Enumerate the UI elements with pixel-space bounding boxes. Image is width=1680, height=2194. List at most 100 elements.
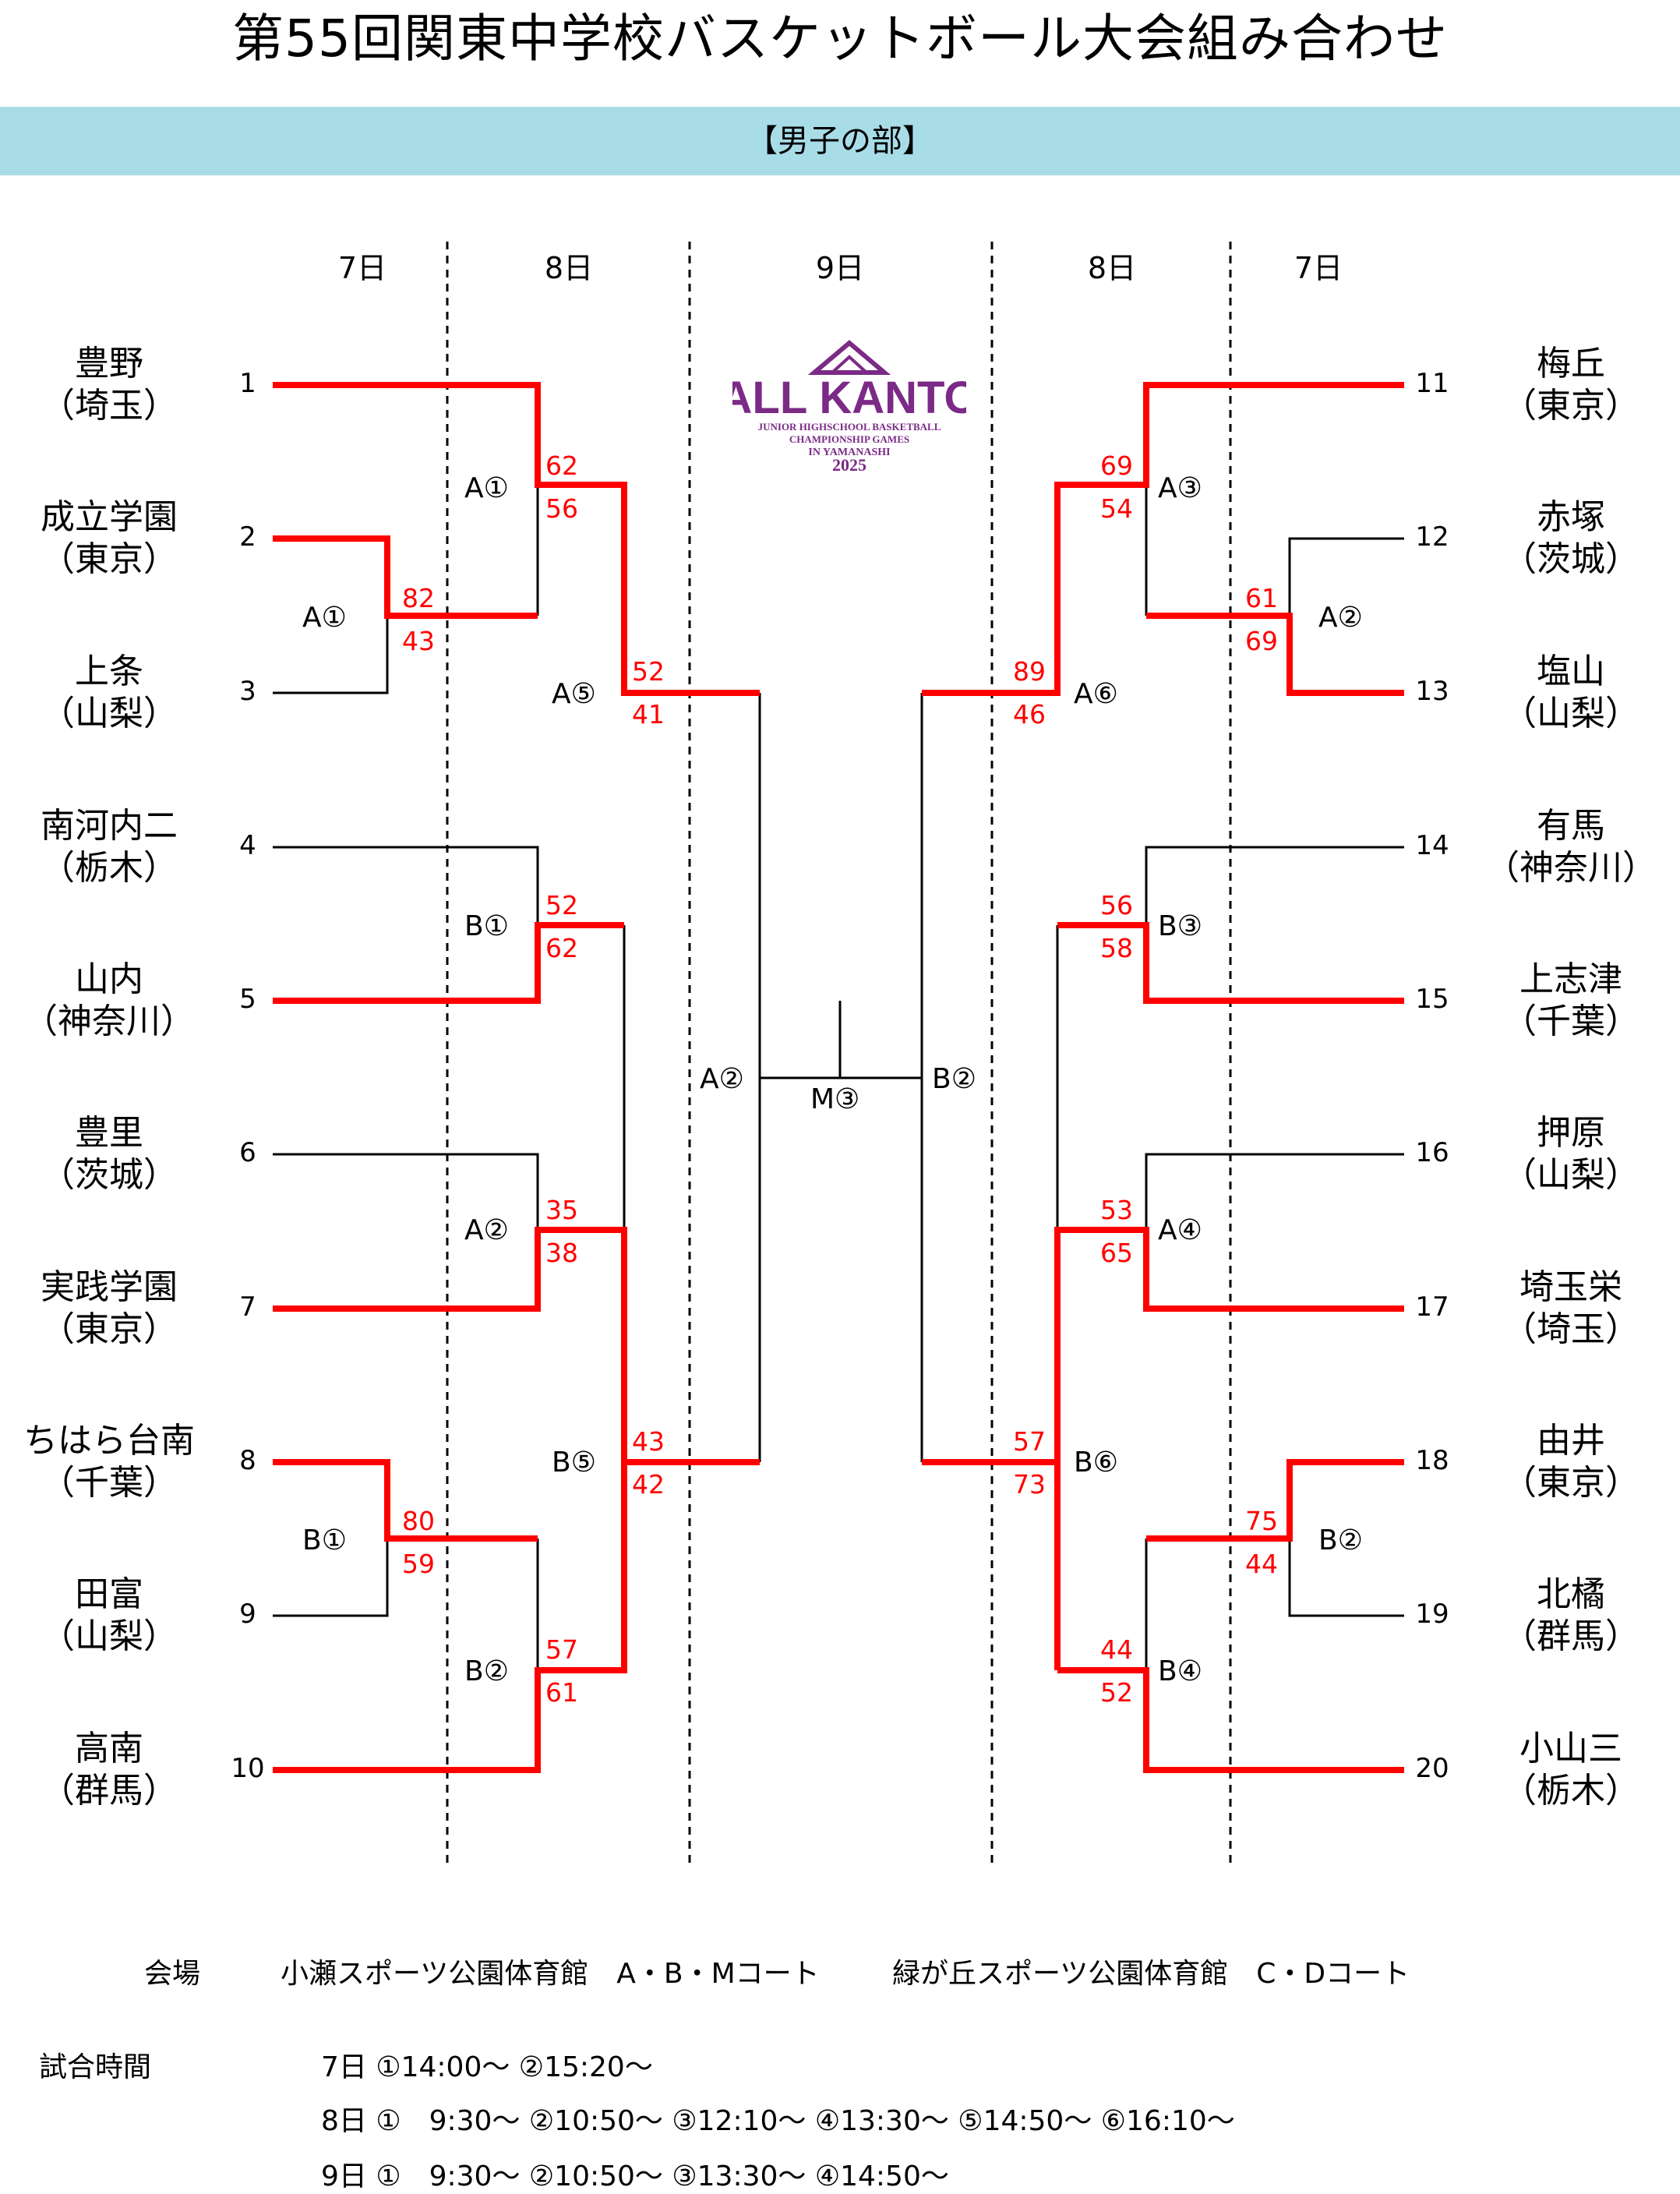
tournament-bracket	[273, 242, 1404, 1864]
team-name: 上志津	[1519, 959, 1622, 999]
team-prefecture: （東京）	[41, 539, 178, 579]
seed-number: 20	[1415, 1753, 1449, 1784]
team-name: 北橘	[1537, 1574, 1605, 1614]
seed-number: 17	[1415, 1291, 1449, 1323]
team-name: 豊野	[75, 344, 143, 383]
seed-number: 16	[1415, 1137, 1449, 1168]
team-prefecture: （神奈川）	[1485, 848, 1657, 888]
score-top: 44	[1100, 1634, 1133, 1665]
team-prefecture: （群馬）	[41, 1771, 178, 1811]
score-top: 56	[1100, 890, 1133, 920]
team-name: 高南	[75, 1729, 143, 1768]
match-label: B⑥	[1074, 1447, 1118, 1479]
team-prefecture: （山梨）	[41, 694, 178, 733]
score-bottom: 54	[1100, 493, 1133, 524]
score-top: 43	[632, 1426, 665, 1457]
seed-number: 3	[239, 676, 256, 707]
match-label: B③	[1158, 910, 1202, 942]
score-top: 89	[1013, 656, 1046, 687]
team-entry: 上志津（千葉）	[1470, 959, 1672, 1043]
team-prefecture: （埼玉）	[1502, 1309, 1639, 1349]
match-label: A⑤	[552, 678, 596, 710]
seed-number: 19	[1415, 1599, 1449, 1630]
team-prefecture: （山梨）	[41, 1616, 178, 1656]
match-label: B①	[302, 1524, 347, 1556]
score-bottom: 73	[1013, 1469, 1046, 1500]
seed-number: 9	[239, 1599, 256, 1630]
day-label: 8日	[1087, 251, 1137, 285]
team-entry: 由井（東京）	[1470, 1420, 1672, 1504]
team-entry: 実践学園（東京）	[8, 1267, 210, 1351]
match-label: B②	[464, 1655, 509, 1687]
team-entry: 埼玉栄（埼玉）	[1470, 1267, 1672, 1351]
team-entry: 有馬（神奈川）	[1470, 805, 1672, 889]
time-row-day9: 9日 ① 9:30～ ②10:50～ ③13:30～ ④14:50～	[321, 2160, 949, 2192]
score-bottom: 42	[632, 1469, 665, 1500]
score-top: 61	[1245, 583, 1278, 613]
day-dividers	[446, 242, 1232, 1864]
score-bottom: 41	[632, 699, 665, 730]
section-banner	[0, 107, 1680, 175]
score-top: 62	[545, 450, 578, 481]
team-name: 上条	[75, 652, 143, 691]
team-entry: 高南（群馬）	[8, 1728, 210, 1812]
venue-2: 緑が丘スポーツ公園体育館 C・Dコート	[892, 1958, 1410, 1990]
seed-number: 6	[239, 1137, 256, 1168]
team-prefecture: （神奈川）	[23, 1002, 195, 1041]
logo-line2: CHAMPIONSHIP GAMES	[789, 433, 909, 445]
team-prefecture: （茨城）	[41, 1155, 178, 1195]
team-prefecture: （群馬）	[1502, 1616, 1639, 1656]
score-bottom: 43	[402, 626, 435, 656]
team-prefecture: （栃木）	[41, 848, 178, 888]
team-name: 埼玉栄	[1519, 1267, 1622, 1307]
team-entry: 山内（神奈川）	[8, 959, 210, 1043]
score-bottom: 38	[545, 1238, 578, 1268]
team-entry: 赤塚（茨城）	[1470, 496, 1672, 581]
score-bottom: 56	[545, 493, 578, 524]
match-label: B②	[1318, 1524, 1363, 1556]
match-label: A③	[1158, 472, 1202, 504]
score-top: 82	[402, 583, 435, 613]
score-top: 80	[402, 1506, 435, 1536]
score-top: 35	[545, 1195, 578, 1225]
match-label: A⑥	[1074, 678, 1118, 710]
team-name: 成立学園	[41, 497, 178, 537]
winner-paths	[273, 382, 1404, 1773]
match-label: A①	[302, 602, 347, 634]
bracket-lines	[273, 387, 1404, 1770]
team-prefecture: （山梨）	[1502, 1155, 1639, 1195]
team-prefecture: （茨城）	[1502, 539, 1639, 579]
page-title: 第55回関東中学校バスケットボール大会組み合わせ	[232, 9, 1448, 69]
logo-main: ALL KANTO	[732, 373, 966, 423]
team-entry: 田富（山梨）	[8, 1574, 210, 1658]
score-top: 57	[1013, 1426, 1046, 1457]
day-label: 7日	[337, 251, 387, 285]
match-label: M③	[810, 1083, 860, 1115]
seed-number: 12	[1415, 521, 1449, 553]
seed-number: 13	[1415, 676, 1449, 707]
seed-number: 14	[1415, 830, 1449, 861]
match-label: A④	[1158, 1214, 1202, 1246]
score-bottom: 44	[1245, 1549, 1278, 1579]
match-label: A②	[464, 1214, 509, 1246]
team-entry: 豊野（埼玉）	[8, 343, 210, 427]
team-name: 南河内二	[41, 806, 178, 846]
team-entry: 上条（山梨）	[8, 651, 210, 735]
seed-number: 2	[239, 521, 256, 553]
score-top: 69	[1100, 450, 1133, 481]
match-label: B①	[464, 910, 509, 942]
team-name: 赤塚	[1537, 497, 1605, 537]
team-name: 山内	[75, 959, 143, 999]
team-entry: 押原（山梨）	[1470, 1112, 1672, 1196]
seed-number: 4	[239, 830, 256, 861]
seed-number: 10	[231, 1753, 265, 1784]
score-top: 75	[1245, 1506, 1278, 1536]
seed-number: 11	[1415, 368, 1449, 399]
team-prefecture: （東京）	[1502, 1463, 1639, 1503]
section-title: 【男子の部】	[746, 123, 934, 159]
score-top: 52	[545, 890, 578, 920]
match-label: A②	[1318, 602, 1363, 634]
team-entry: 北橘（群馬）	[1470, 1574, 1672, 1658]
score-bottom: 62	[545, 933, 578, 963]
seed-number: 5	[239, 984, 256, 1015]
